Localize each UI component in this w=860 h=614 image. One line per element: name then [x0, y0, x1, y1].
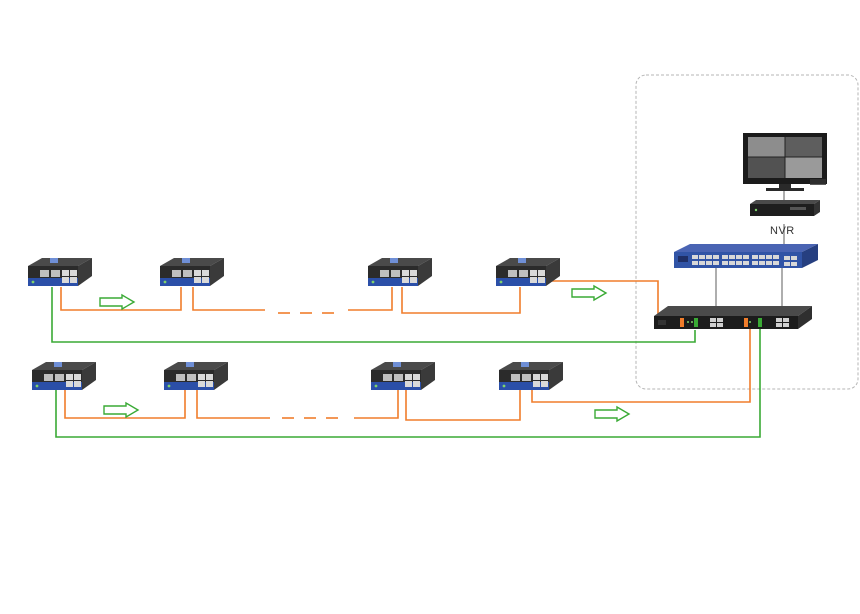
rack-fiber-switch-icon: [654, 306, 812, 329]
industrial-fiber-switch-icon: [368, 258, 432, 286]
industrial-fiber-switch-icon: [496, 258, 560, 286]
rack-switch-icon: [674, 244, 818, 268]
flow-arrow-icon: [99, 294, 135, 310]
control-room-boundary: [635, 74, 859, 390]
ring-2-links: [55, 328, 761, 438]
nvr-label: NVR: [770, 225, 795, 237]
flow-arrow-icon: [571, 285, 607, 301]
monitor-icon: [743, 133, 827, 191]
industrial-fiber-switch-icon: [28, 258, 92, 286]
flow-arrow-icon: [103, 402, 139, 418]
industrial-fiber-switch-icon: [32, 362, 96, 390]
industrial-fiber-switch-icon: [499, 362, 563, 390]
nvr-recorder-icon: [750, 200, 820, 216]
industrial-fiber-switch-icon: [160, 258, 224, 286]
flow-arrow-icon: [594, 406, 630, 422]
industrial-fiber-switch-icon: [371, 362, 435, 390]
industrial-fiber-switch-icon: [164, 362, 228, 390]
